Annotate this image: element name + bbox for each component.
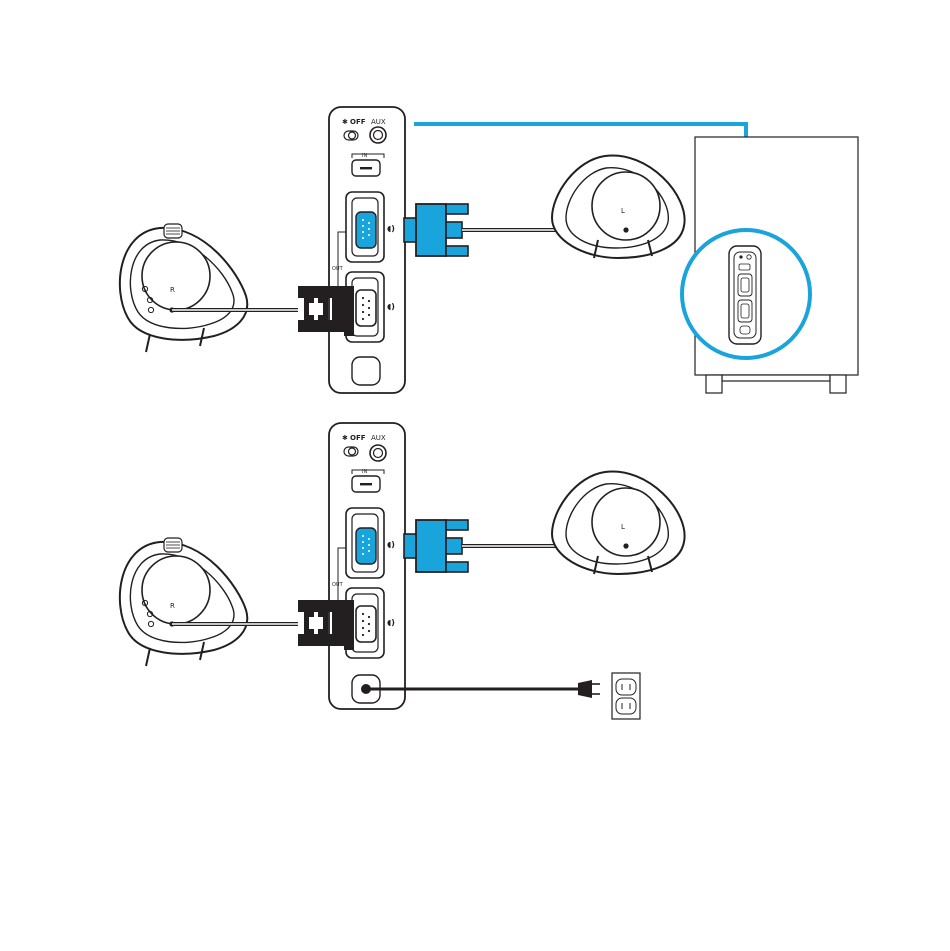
power-port[interactable] bbox=[352, 357, 380, 385]
left-speaker-plug-blue bbox=[404, 520, 468, 572]
power-plug-icon bbox=[578, 680, 600, 698]
right-speaker-plug bbox=[298, 286, 354, 336]
in-label: IN bbox=[362, 153, 367, 159]
wall-outlet-icon bbox=[612, 673, 640, 719]
out-label: OUT bbox=[332, 582, 344, 588]
aux-jack[interactable] bbox=[370, 445, 386, 461]
bluetooth-switch[interactable] bbox=[344, 131, 358, 140]
right-speaker-plug bbox=[298, 600, 354, 650]
right-speaker-label: R bbox=[170, 286, 175, 294]
aux-jack[interactable] bbox=[370, 127, 386, 143]
left-port-speaker-icon: ◖) bbox=[387, 224, 395, 233]
right-speaker-port[interactable] bbox=[356, 606, 376, 642]
left-speaker: L bbox=[552, 155, 685, 258]
left-port-speaker-icon: ◖) bbox=[387, 540, 395, 549]
aux-label: AUX bbox=[371, 118, 386, 126]
left-speaker-label: L bbox=[621, 523, 625, 531]
volume-wheel-icon bbox=[164, 538, 182, 552]
left-speaker-plug-blue bbox=[404, 204, 468, 256]
control-panel-bottom: ✱ OFF AUX IN OUT bbox=[329, 423, 405, 709]
bt-off-label: OFF bbox=[350, 434, 366, 442]
right-port-speaker-icon: ◖) bbox=[387, 618, 395, 627]
aux-label: AUX bbox=[371, 434, 386, 442]
callout-zoom-circle bbox=[682, 230, 810, 358]
bluetooth-switch[interactable] bbox=[344, 447, 358, 456]
out-label: OUT bbox=[332, 266, 344, 272]
left-speaker-bottom: L bbox=[552, 471, 685, 574]
right-port-speaker-icon: ◖) bbox=[387, 302, 395, 311]
left-speaker-port[interactable] bbox=[356, 528, 376, 564]
right-speaker-bottom: R bbox=[120, 538, 247, 666]
left-speaker-label: L bbox=[621, 207, 625, 215]
left-speaker-port[interactable] bbox=[356, 212, 376, 248]
control-panel: ✱ OFF AUX IN OU bbox=[329, 107, 405, 393]
in-label: IN bbox=[362, 469, 367, 475]
bottom-scene: R ✱ OFF AUX IN bbox=[120, 423, 685, 719]
right-speaker-label: R bbox=[170, 602, 175, 610]
right-speaker: R bbox=[120, 224, 247, 352]
volume-wheel-icon bbox=[164, 224, 182, 238]
bluetooth-icon: ✱ bbox=[342, 434, 348, 442]
right-speaker-port[interactable] bbox=[356, 290, 376, 326]
bluetooth-icon: ✱ bbox=[342, 118, 348, 126]
bt-off-label: OFF bbox=[350, 118, 366, 126]
top-scene: R ✱ OFF AUX IN bbox=[120, 107, 858, 393]
